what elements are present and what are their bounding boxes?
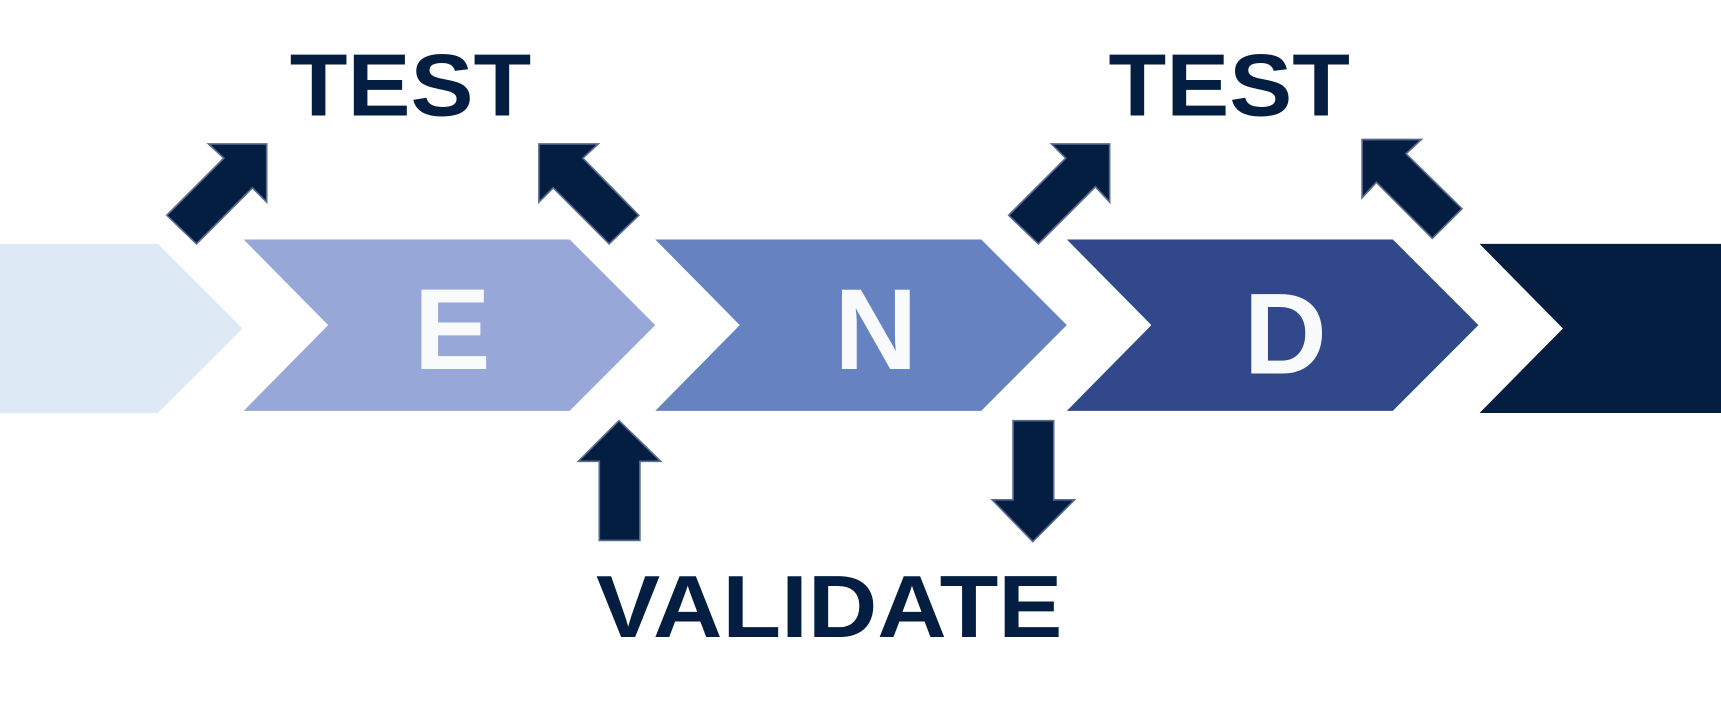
stage-n-letter: N bbox=[834, 266, 917, 394]
stage-d-chevron bbox=[1066, 239, 1479, 411]
stage-d-letter: D bbox=[1244, 270, 1327, 398]
arrow-up-right-icon bbox=[1007, 143, 1111, 246]
arrow-up-right-icon bbox=[165, 143, 268, 246]
validate-label: VALIDATE bbox=[596, 557, 1062, 656]
arrow-up-left-icon bbox=[538, 143, 640, 246]
stage-n-chevron bbox=[655, 239, 1067, 411]
stage-e-letter: E bbox=[414, 266, 491, 394]
arrow-up-icon bbox=[576, 419, 663, 542]
arrow-up-left-icon bbox=[1361, 138, 1464, 240]
test-label-left: TEST bbox=[290, 35, 531, 134]
stage-end-chevron bbox=[1479, 243, 1721, 414]
test-label-right: TEST bbox=[1109, 35, 1350, 134]
stage-start-chevron bbox=[0, 243, 243, 414]
stage-e-chevron bbox=[243, 239, 656, 411]
arrow-down-icon bbox=[990, 419, 1077, 543]
